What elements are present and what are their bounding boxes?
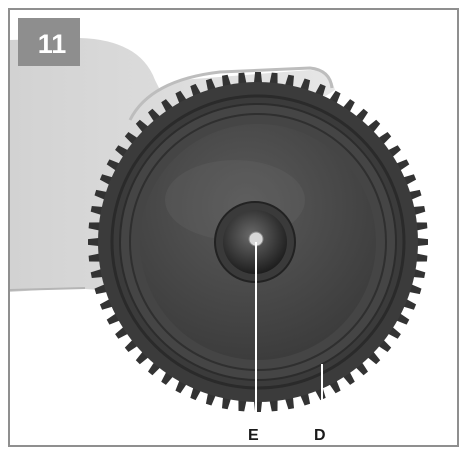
housing-edge [10, 287, 86, 291]
rim-ring-inner [129, 113, 387, 371]
housing-fender [128, 66, 334, 121]
tyre-groove-outer [110, 94, 406, 390]
wheel-photo [10, 38, 428, 416]
figure-frame: 11 [8, 8, 459, 447]
callout-label-d: D [314, 427, 326, 444]
figure-number-badge: 11 [18, 18, 80, 66]
callout-label-e: E [248, 427, 259, 444]
